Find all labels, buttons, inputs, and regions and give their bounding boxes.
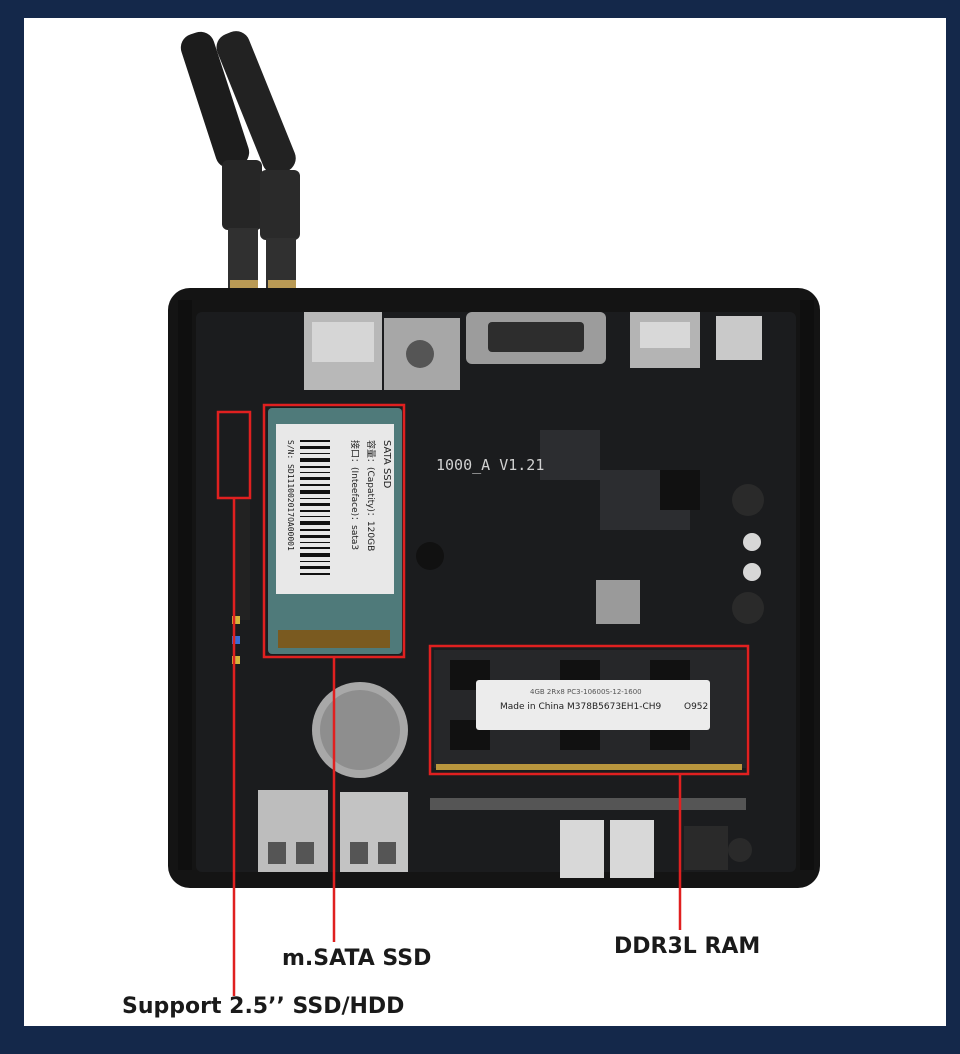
ssd-label-line1: SATA SSD	[381, 440, 392, 489]
ssd-label-line2: 容量：(Capatity)：120GB	[365, 440, 377, 551]
front-usb-audio-ports	[258, 790, 752, 878]
callout-annotations	[216, 403, 750, 996]
cmos-battery	[312, 682, 408, 778]
ssd-label-line3: 接口：(Inteeface)：sata3	[349, 440, 361, 550]
ram-highlight	[428, 644, 750, 776]
board-components	[232, 430, 764, 664]
ram-label-code: O952	[684, 702, 708, 712]
ddr3l-ram-module: 4GB 2Rx8 PC3-10600S-12-1600 Made in Chin…	[430, 650, 746, 810]
ram-label-top: 4GB 2Rx8 PC3-10600S-12-1600	[530, 688, 642, 696]
board-marking: 1000_A V1.21	[436, 456, 544, 474]
ssd-serial: S/N: SD111002017OA00001	[286, 440, 295, 551]
label-msata-ssd: m.SATA SSD	[282, 946, 432, 971]
wifi-antennas	[180, 31, 300, 294]
label-sata-bay: Support 2.5’’ SSD/HDD	[122, 994, 405, 1019]
ram-label-line: Made in China M378B5673EH1-CH9	[500, 702, 662, 712]
label-ddr3l-ram: DDR3L RAM	[614, 934, 761, 959]
rear-io-ports	[304, 312, 762, 390]
msata-ssd-module: SATA SSD 容量：(Capatity)：120GB 接口：(Inteefa…	[268, 408, 402, 654]
ssd-barcode	[300, 440, 330, 575]
